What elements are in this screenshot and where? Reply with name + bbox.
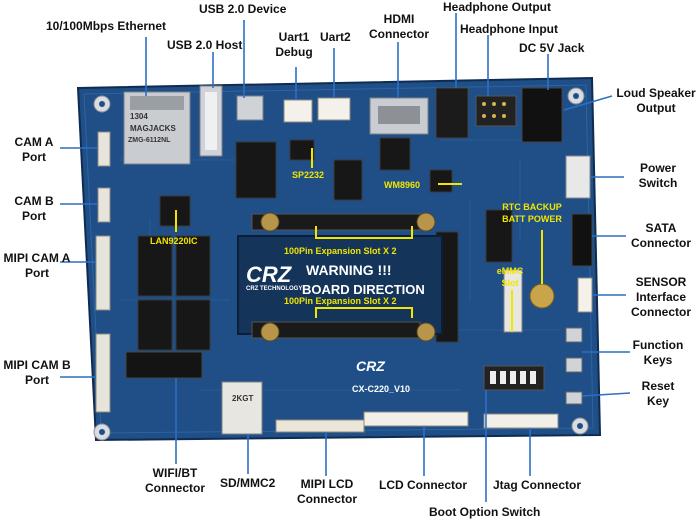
wifi-header (125, 351, 203, 379)
callout-hdmi-line1: HDMI (383, 12, 415, 26)
expansion-bracket-top (315, 226, 413, 239)
reset-key (565, 391, 583, 405)
callout-mipi-cam-a-line2: Port (25, 266, 49, 280)
callout-sensor-line1: SENSOR (635, 275, 687, 289)
label-emmc-line2: Slot (501, 278, 519, 288)
power-switch (565, 155, 591, 199)
callout-usb-host: USB 2.0 Host (167, 38, 243, 52)
function-keys (565, 327, 583, 373)
mounting-holes (93, 87, 589, 441)
callout-power-switch-line2: Switch (638, 176, 678, 190)
callout-cam-a-line1: CAM A (14, 135, 54, 149)
callout-reset-key-line1: Reset (641, 379, 675, 393)
callout-sensor-line2: Interface (635, 290, 687, 304)
uart1-header (283, 99, 313, 123)
mipi-lcd-connector (275, 419, 365, 433)
sensor-connector (577, 277, 593, 313)
callout-boot-option: Boot Option Switch (429, 505, 541, 519)
jtag-connector (483, 413, 559, 429)
rtc-battery (529, 283, 555, 309)
callout-uart1-line1: Uart1 (278, 30, 310, 44)
lcd-connector (363, 411, 469, 427)
callout-mipi-cam-b-line1: MIPI CAM B (3, 358, 71, 372)
callout-mipi-cam-a-line1: MIPI CAM A (3, 251, 71, 265)
callout-uart1-line2: Debug (275, 45, 313, 59)
callout-jtag: Jtag Connector (493, 478, 582, 492)
headphone-input-header (475, 95, 517, 127)
callout-cam-b-line2: Port (22, 209, 46, 223)
sd-card-slot (221, 381, 263, 435)
label-rtc-line2: BATT POWER (502, 214, 562, 224)
label-expansion-top: 100Pin Expansion Slot X 2 (284, 246, 397, 256)
sata-connector (571, 213, 593, 267)
callout-sensor-line3: Connector (631, 305, 691, 319)
rj45-line1: MAGJACKS (130, 124, 176, 133)
warning-panel (237, 235, 443, 335)
ics (137, 137, 513, 351)
leader-lines (60, 13, 631, 502)
callout-reset-key-line2: Key (646, 394, 669, 408)
callout-ethernet: 10/100Mbps Ethernet (46, 19, 167, 33)
callout-function-keys-line2: Keys (643, 353, 673, 367)
sd-card-text: 2KGT (232, 394, 254, 403)
headphone-output-jack (435, 87, 469, 139)
callout-headphone-input: Headphone Input (460, 22, 558, 36)
logo-sub: CRZ TECHNOLOGY (246, 286, 303, 292)
uart2-header (317, 97, 351, 121)
callout-mipi-lcd-line2: Connector (297, 492, 357, 506)
callout-loud-speaker-line1: Loud Speaker (616, 86, 696, 100)
label-sp2232: SP2232 (292, 170, 325, 180)
callout-power-switch-line1: Power (639, 161, 676, 175)
camera-connectors (95, 131, 111, 413)
board-logo: CRZ (356, 358, 385, 374)
label-wm8960: WM8960 (384, 180, 421, 190)
label-emmc-line1: eMMC (496, 266, 524, 276)
warning-text: WARNING !!! (306, 262, 392, 278)
callout-cam-b-line1: CAM B (14, 194, 54, 208)
callout-sata-line1: SATA (645, 221, 677, 235)
direction-text: BOARD DIRECTION (302, 282, 425, 297)
callout-uart2: Uart2 (320, 30, 351, 44)
callout-mipi-lcd-line1: MIPI LCD (300, 477, 354, 491)
expansion-bracket-bottom (315, 307, 413, 318)
callout-dc-jack: DC 5V Jack (519, 41, 585, 55)
label-rtc-line1: RTC BACKUP (502, 202, 562, 212)
callout-lcd: LCD Connector (379, 478, 467, 492)
callout-sata-line2: Connector (631, 236, 691, 250)
label-lan9220: LAN9220IC (150, 236, 198, 246)
logo: CRZ (246, 262, 292, 287)
label-expansion-bottom: 100Pin Expansion Slot X 2 (284, 296, 397, 306)
usb-device-port (236, 95, 264, 121)
callout-cam-a-line2: Port (22, 150, 46, 164)
callout-wifi-bt-line1: WIFI/BT (152, 466, 198, 480)
callout-hdmi-line2: Connector (369, 27, 429, 41)
callout-function-keys-line1: Function (632, 338, 684, 352)
callout-loud-speaker-line2: Output (636, 101, 676, 115)
model-number: CX-C220_V10 (352, 384, 411, 394)
rj45-line2: ZMG-6112NL (128, 137, 171, 144)
callout-mipi-cam-b-line2: Port (25, 373, 49, 387)
dc-jack (521, 87, 563, 143)
callout-wifi-bt-line2: Connector (145, 481, 205, 495)
callout-usb-device: USB 2.0 Device (199, 2, 287, 16)
rj45-brand: 1304 (130, 112, 148, 121)
callout-sd-mmc2: SD/MMC2 (220, 476, 276, 490)
callout-headphone-output: Headphone Output (443, 0, 551, 14)
